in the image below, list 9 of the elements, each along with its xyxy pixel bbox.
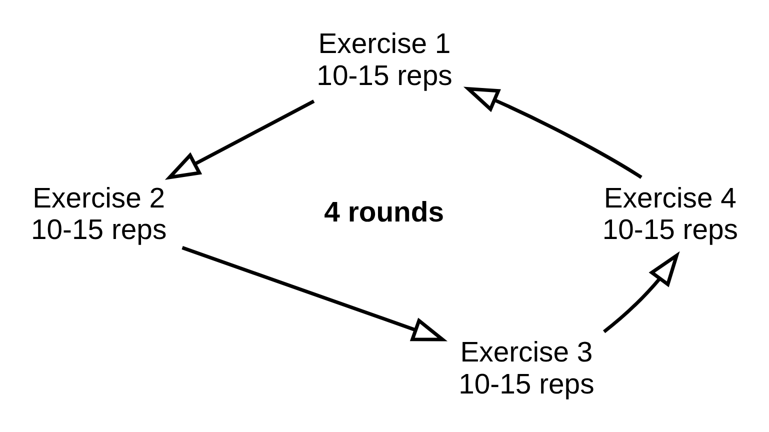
arrow	[602, 250, 680, 333]
node-text: Exercise 4 10-15 reps	[602, 182, 738, 246]
node-text: Exercise 1 10-15 reps	[316, 27, 452, 92]
label: 4 rounds	[324, 196, 444, 228]
arrow	[182, 246, 448, 341]
arrow	[463, 86, 642, 178]
node-text: Exercise 3 10-15 reps	[458, 336, 594, 400]
arrow	[164, 99, 315, 180]
node-text: Exercise 2 10-15 reps	[31, 182, 167, 246]
